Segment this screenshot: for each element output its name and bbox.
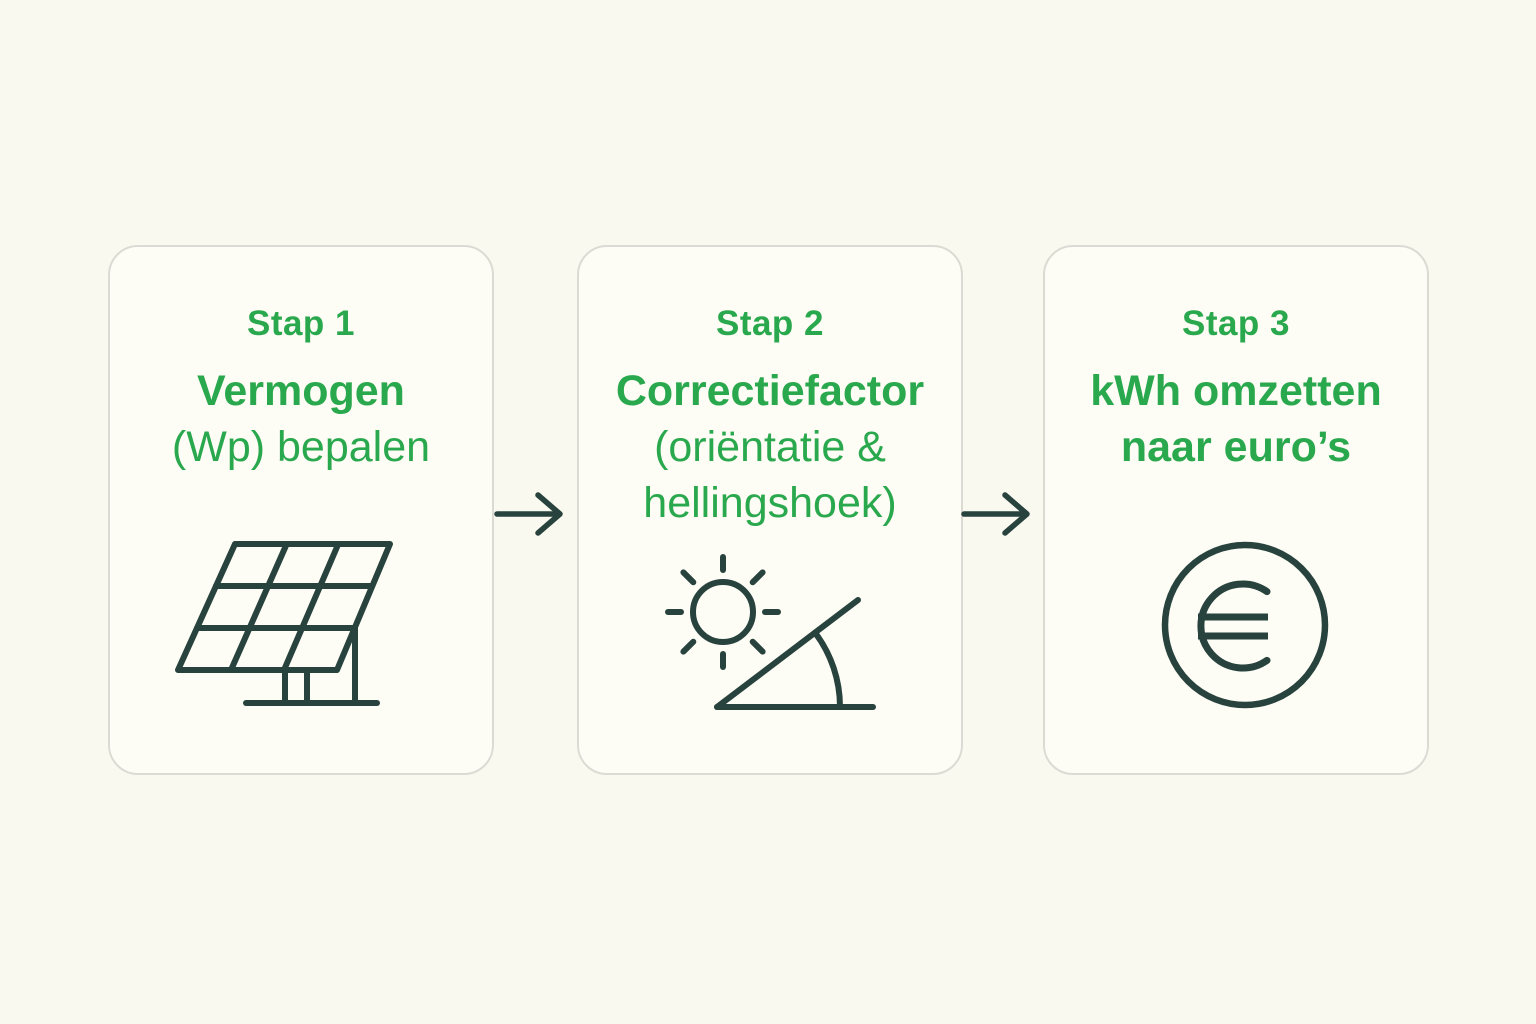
sun-tilt-angle-icon [665,554,876,710]
step-3-title: kWh omzetten naar euro’s [1045,363,1427,475]
step-2-title-line-1: Correctiefactor [615,367,925,415]
step-card-2: Stap 2 Correctiefactor (oriëntatie & hel… [577,245,963,775]
arrow-right-icon [494,492,563,536]
step-2-label: Stap 2 [715,304,825,343]
solar-panel-icon [175,541,393,706]
step-3-title-line-1: kWh omzetten [1090,367,1382,415]
step-card-3: Stap 3 kWh omzetten naar euro’s [1043,245,1429,775]
arrow-right-icon [961,492,1030,536]
step-1-title-line-2: (Wp) bepalen [171,423,431,471]
step-1-label: Stap 1 [246,304,356,343]
step-card-1: Stap 1 Vermogen (Wp) bepalen [108,245,494,775]
step-1-title: Vermogen (Wp) bepalen [110,363,492,475]
step-2-title-line-3: hellingshoek) [643,479,897,527]
step-1-title-line-1: Vermogen [197,367,405,415]
step-3-label: Stap 3 [1181,304,1291,343]
euro-coin-icon [1161,541,1329,709]
step-2-title-line-2: (oriëntatie & [654,423,886,471]
step-3-title-line-2: naar euro’s [1120,423,1352,471]
step-2-title: Correctiefactor (oriëntatie & hellingsho… [579,363,961,531]
